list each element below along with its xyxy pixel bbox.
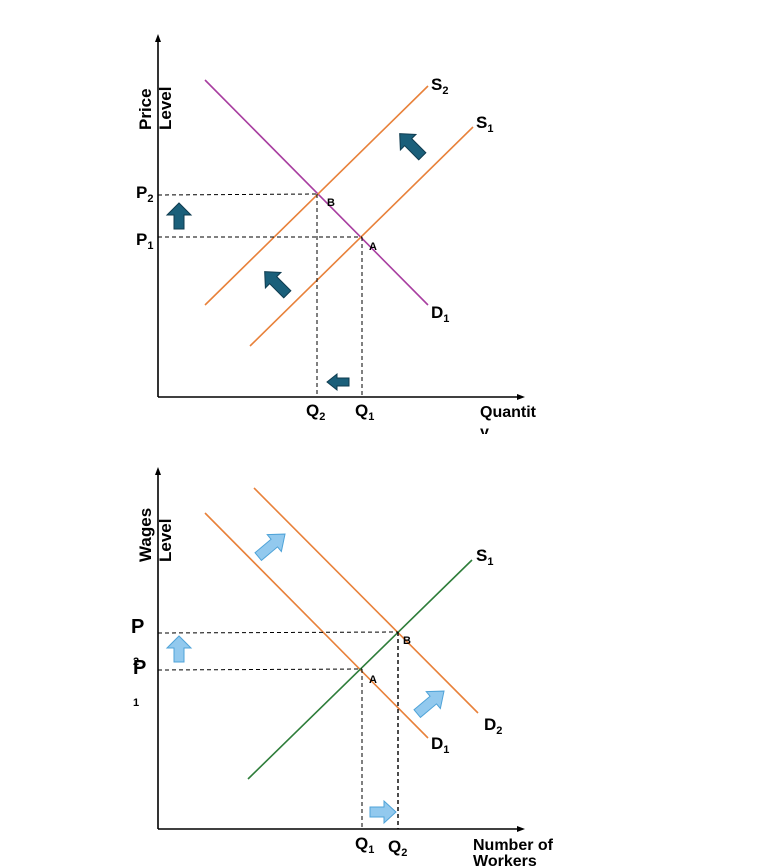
left-arrow-icon — [326, 372, 350, 392]
top-p1-label: P1 — [136, 230, 153, 252]
top-d1-label: D1 — [431, 303, 449, 325]
bottom-p2-guide — [157, 631, 399, 634]
bottom-y-axis-label-level: Level — [156, 519, 175, 562]
bottom-d2-label: D2 — [484, 715, 502, 737]
bottom-p1-sub-label: 1 — [133, 697, 139, 709]
bottom-demand-d1-line — [204, 512, 429, 739]
top-q2-label: Q2 — [306, 401, 325, 423]
up-left-arrow-icon — [264, 271, 292, 299]
bottom-p2-main-label: P — [131, 616, 144, 638]
up-arrow-icon — [165, 635, 193, 663]
top-s2-label: S2 — [431, 75, 448, 97]
bottom-p2-sub-label: 2 — [133, 656, 139, 668]
up-arrow-icon — [165, 202, 193, 230]
top-s1-label: S1 — [476, 113, 493, 135]
up-left-arrow-icon — [399, 133, 427, 161]
top-x-axis-arrowhead — [517, 394, 525, 400]
bottom-d1-label: D1 — [431, 734, 449, 756]
bottom-y-axis-label-wages: Wages — [136, 508, 155, 562]
bottom-x-axis-label-line1: Number of — [473, 837, 554, 854]
top-point-b-label: B — [327, 197, 335, 209]
bottom-diagram: Wages Level P 2 P 1 Q1 Q2 S1 D2 D1 B A N… — [131, 467, 554, 866]
top-demand-d1-line — [204, 79, 429, 306]
top-y-axis-arrowhead — [155, 34, 161, 42]
bottom-p1-main-label: P — [133, 657, 146, 679]
top-y-axis-label-level: Level — [156, 87, 175, 130]
top-x-axis-label-line2: y — [480, 424, 489, 441]
bottom-p1-guide — [157, 668, 363, 671]
bottom-demand-d2-line — [253, 487, 479, 714]
top-point-a-label: A — [369, 241, 377, 253]
bottom-s1-label: S1 — [476, 546, 493, 568]
up-right-arrow-icon — [254, 533, 286, 562]
bottom-x-axis-label-line2: Workers — [473, 853, 537, 866]
bottom-q1-label: Q1 — [355, 834, 374, 856]
top-p2-guide — [157, 193, 318, 196]
top-diagram: Price Level P2 P1 Q2 Q1 S2 S1 D1 B A Qua… — [136, 34, 537, 441]
top-y-axis-label-price: Price — [136, 88, 155, 130]
bottom-x-axis-arrowhead — [517, 826, 525, 832]
bottom-point-a-label: A — [369, 674, 377, 686]
up-right-arrow-icon — [413, 690, 445, 719]
top-x-axis-label-line1: Quantit — [480, 404, 537, 421]
bottom-q2-label: Q2 — [388, 837, 407, 859]
right-arrow-icon — [369, 799, 397, 825]
bottom-point-b-label: B — [403, 635, 411, 647]
bottom-y-axis-arrowhead — [155, 467, 161, 475]
bottom-supply-s1-line — [247, 559, 473, 780]
top-p2-label: P2 — [136, 183, 153, 205]
top-q1-label: Q1 — [355, 401, 374, 423]
